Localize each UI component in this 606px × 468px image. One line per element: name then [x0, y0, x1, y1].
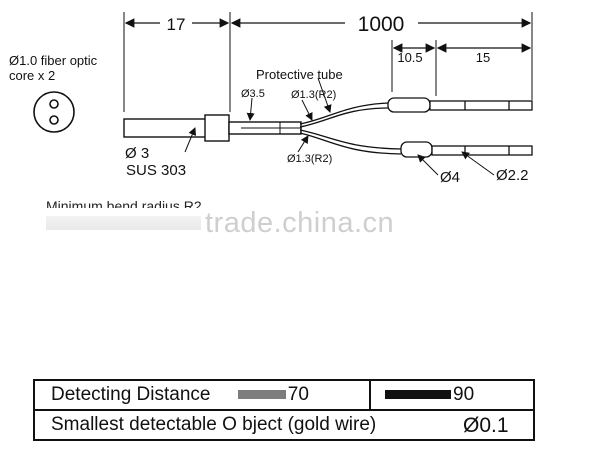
detect-cell: Detecting Distance 70	[33, 379, 371, 411]
detect-value-90: 90	[453, 384, 475, 405]
dia-1-3-top-label: Ø1.3(R2)	[291, 89, 336, 101]
dia-2-2-label: Ø2.2	[496, 167, 529, 184]
dim-17: 17	[167, 15, 186, 34]
dia-3-label: Ø 3	[125, 145, 149, 162]
bottom-fiber-cable	[400, 141, 533, 158]
top-fiber-cable	[387, 97, 533, 113]
core-label-line1: Ø1.0 fiber optic	[9, 53, 98, 68]
leader-lines	[184, 77, 495, 176]
dim-15: 15	[476, 50, 490, 65]
dia-1-3-bottom-label: Ø1.3(R2)	[287, 153, 332, 165]
dimension-lines	[124, 18, 532, 53]
min-bend-radius-label: Minimum bend radius R2	[46, 198, 202, 208]
smallest-label: Smallest detectable O bject (gold wire)	[51, 414, 377, 435]
smallest-cell: Smallest detectable O bject (gold wire) …	[33, 409, 535, 441]
smallest-value: Ø0.1	[463, 414, 509, 437]
dim-10-5: 10.5	[397, 50, 422, 65]
sus-303-label: SUS 303	[126, 162, 186, 179]
spec-table: Detecting Distance 70 90 Smallest detect…	[33, 379, 535, 441]
cropped-overlay	[46, 216, 201, 230]
detect-bar-black	[385, 390, 451, 400]
watermark: trade.china.cn	[205, 207, 395, 239]
sensor-head	[123, 114, 302, 142]
extension-lines	[123, 12, 533, 112]
dia-3-5-label: Ø3.5	[241, 88, 265, 100]
dia-4-label: Ø4	[440, 169, 460, 186]
cross-section-icon	[33, 91, 75, 133]
detect-cell-2: 90	[369, 379, 535, 411]
protective-tube-label: Protective tube	[256, 67, 343, 82]
spec-row-detecting: Detecting Distance 70 90	[33, 379, 535, 411]
core-label-line2: core x 2	[9, 68, 55, 83]
detect-label: Detecting Distance	[51, 384, 211, 405]
detect-bar-gray	[237, 390, 286, 400]
fiber-branches	[299, 102, 402, 155]
dim-1000: 1000	[358, 13, 405, 36]
spec-row-smallest: Smallest detectable O bject (gold wire) …	[33, 409, 535, 441]
detect-value-70: 70	[287, 384, 309, 405]
